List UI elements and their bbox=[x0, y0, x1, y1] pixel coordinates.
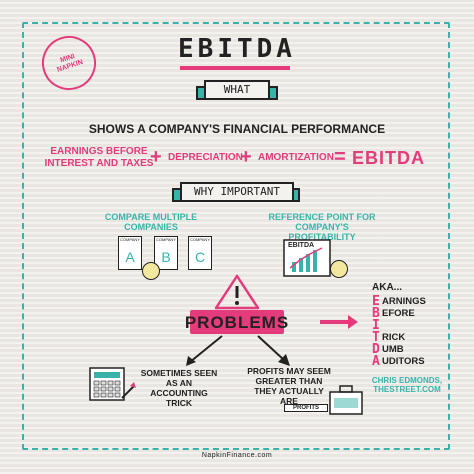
acronym-letter: B bbox=[372, 306, 380, 321]
dashed-border-frame bbox=[22, 22, 450, 450]
acronym-word: EFORE bbox=[382, 308, 415, 319]
company-b-letter: B bbox=[161, 249, 171, 265]
warning-triangle-icon bbox=[214, 274, 260, 310]
acronym-letter: D bbox=[372, 342, 380, 357]
credit-text: CHRIS EDMONDS, THESTREET.COM bbox=[371, 376, 443, 394]
why-important-banner: WHY IMPORTANT bbox=[180, 182, 294, 202]
company-b-label: COMPANY bbox=[156, 237, 176, 242]
acronym-word: UDITORS bbox=[382, 356, 425, 367]
plus-sign-2: + bbox=[240, 146, 252, 168]
calculator-icon bbox=[89, 367, 136, 401]
problem-arrows-icon bbox=[186, 335, 290, 366]
equals-sign: = bbox=[334, 146, 346, 168]
problems-heading: PROBLEMS bbox=[184, 313, 290, 332]
equation-amortization: AMORTIZATION bbox=[258, 152, 334, 163]
profits-briefcase-icon bbox=[329, 385, 363, 415]
title-underline bbox=[180, 66, 290, 70]
ebitda-board-label: EBITDA bbox=[288, 242, 315, 249]
ebitda-equation: EARNINGS BEFORE INTEREST AND TAXES + DEP… bbox=[40, 142, 440, 178]
company-c-box: COMPANY C bbox=[188, 236, 212, 270]
presenter-face-icon bbox=[330, 260, 348, 278]
acronym-letter: E bbox=[372, 294, 380, 309]
acronym-letter: I bbox=[372, 318, 380, 333]
company-a-label: COMPANY bbox=[120, 237, 140, 242]
company-c-label: COMPANY bbox=[190, 237, 210, 242]
reason-reference: REFERENCE POINT FOR COMPANY'S PROFITABIL… bbox=[268, 212, 376, 242]
problems-highlight bbox=[190, 310, 284, 334]
briefcase-label: PROFITS bbox=[284, 404, 328, 412]
aka-label: AKA... bbox=[372, 282, 402, 293]
analyst-face-icon bbox=[142, 262, 160, 280]
acronym-letter: T bbox=[372, 330, 380, 345]
acronym-word: UMB bbox=[382, 344, 404, 355]
problem-profits-greater: PROFITS MAY SEEM GREATER THAN THEY ACTUA… bbox=[247, 366, 331, 406]
plus-sign-1: + bbox=[150, 146, 162, 168]
equation-result: EBITDA bbox=[352, 148, 425, 168]
footer-site: NapkinFinance.com bbox=[201, 452, 273, 459]
page-title: EBITDA bbox=[178, 34, 296, 64]
acronym-word: RICK bbox=[382, 332, 406, 343]
company-b-box: COMPANY B bbox=[154, 236, 178, 270]
ebitda-chart-board-icon bbox=[283, 239, 331, 277]
company-c-letter: C bbox=[194, 249, 206, 265]
what-banner: WHAT bbox=[204, 80, 270, 100]
equation-depreciation: DEPRECIATION bbox=[168, 152, 243, 163]
company-a-box: COMPANY A bbox=[118, 236, 142, 270]
arrow-right-icon bbox=[320, 315, 358, 329]
equation-earnings: EARNINGS BEFORE INTEREST AND TAXES bbox=[44, 146, 154, 169]
company-a-letter: A bbox=[125, 249, 135, 265]
problem-accounting-trick: SOMETIMES SEEN AS AN ACCOUNTING TRICK bbox=[140, 368, 218, 408]
acronym-word: ARNINGS bbox=[382, 296, 426, 307]
reason-compare: COMPARE MULTIPLE COMPANIES bbox=[104, 212, 198, 232]
acronym-letter: A bbox=[372, 354, 380, 369]
definition-text: SHOWS A COMPANY'S FINANCIAL PERFORMANCE bbox=[88, 122, 386, 136]
